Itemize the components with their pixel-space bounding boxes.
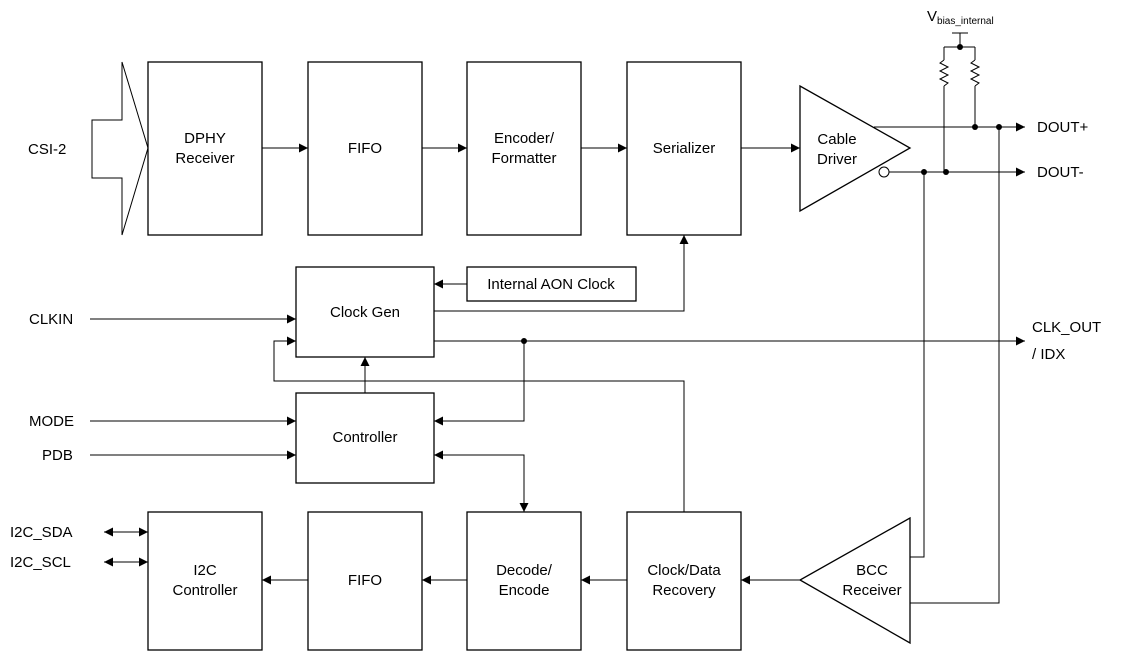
mode-label: MODE	[29, 413, 74, 430]
bias-network: Vbias_internal	[927, 8, 994, 172]
clkout-to-controller-arrow	[434, 341, 525, 426]
svg-text:Decode/: Decode/	[496, 562, 553, 579]
svg-text:BCC: BCC	[856, 562, 888, 579]
svg-text:Cable: Cable	[817, 131, 856, 148]
vbias-label: Vbias_internal	[927, 8, 994, 27]
inverting-output-bubble	[878, 166, 890, 178]
dout-minus-label: DOUT-	[1037, 164, 1084, 181]
idx-label: / IDX	[1032, 346, 1065, 363]
svg-text:Internal AON Clock: Internal AON Clock	[487, 276, 615, 293]
internal-aon-clock-block: Internal AON Clock	[466, 266, 637, 302]
dphy-receiver-block: DPHY Receiver	[147, 61, 263, 236]
encoder-formatter-block: Encoder/ Formatter	[466, 61, 582, 236]
clkin-label: CLKIN	[29, 311, 73, 328]
clk-out-label: CLK_OUT	[1032, 319, 1101, 336]
junction-dot	[972, 124, 978, 130]
controller-decode-bidir-arrow	[434, 450, 529, 512]
cdr-to-clockgen-arrow	[273, 336, 685, 512]
controller-block: Controller	[295, 392, 435, 484]
dout-minus-to-bcc-line	[897, 172, 925, 558]
svg-text:Controller: Controller	[172, 582, 237, 599]
svg-text:Clock Gen: Clock Gen	[330, 304, 400, 321]
svg-text:Formatter: Formatter	[491, 150, 556, 167]
svg-text:FIFO: FIFO	[348, 572, 382, 589]
i2c-controller-block: I2C Controller	[147, 511, 263, 651]
svg-text:Clock/Data: Clock/Data	[647, 562, 721, 579]
svg-text:DPHY: DPHY	[184, 130, 226, 147]
fifo-top-block: FIFO	[307, 61, 423, 236]
svg-text:Receiver: Receiver	[175, 150, 234, 167]
junction-dot	[943, 169, 949, 175]
csi2-bus-arrow	[91, 61, 149, 236]
clock-data-recovery-block: Clock/Data Recovery	[626, 511, 742, 651]
svg-text:I2C: I2C	[193, 562, 217, 579]
svg-text:Receiver: Receiver	[842, 582, 901, 599]
svg-text:Driver: Driver	[817, 151, 857, 168]
decode-encode-block: Decode/ Encode	[466, 511, 582, 651]
svg-text:FIFO: FIFO	[348, 140, 382, 157]
cable-driver-block: Cable Driver	[799, 84, 912, 213]
dout-plus-to-bcc-line	[897, 127, 1000, 604]
svg-text:Encoder/: Encoder/	[494, 130, 555, 147]
clockgen-to-serializer-arrow	[434, 235, 689, 312]
svg-text:Serializer: Serializer	[653, 140, 716, 157]
svg-text:Recovery: Recovery	[652, 582, 716, 599]
i2c-sda-label: I2C_SDA	[10, 524, 73, 541]
dout-plus-label: DOUT+	[1037, 119, 1088, 136]
fifo-bottom-block: FIFO	[307, 511, 423, 651]
clock-gen-block: Clock Gen	[295, 266, 435, 358]
serializer-block: Serializer	[626, 61, 742, 236]
svg-text:Encode: Encode	[499, 582, 550, 599]
svg-text:Controller: Controller	[332, 429, 397, 446]
bcc-receiver-block: BCC Receiver	[798, 516, 911, 645]
csi2-label: CSI-2	[28, 141, 66, 158]
pdb-label: PDB	[42, 447, 73, 464]
i2c-scl-label: I2C_SCL	[10, 554, 71, 571]
